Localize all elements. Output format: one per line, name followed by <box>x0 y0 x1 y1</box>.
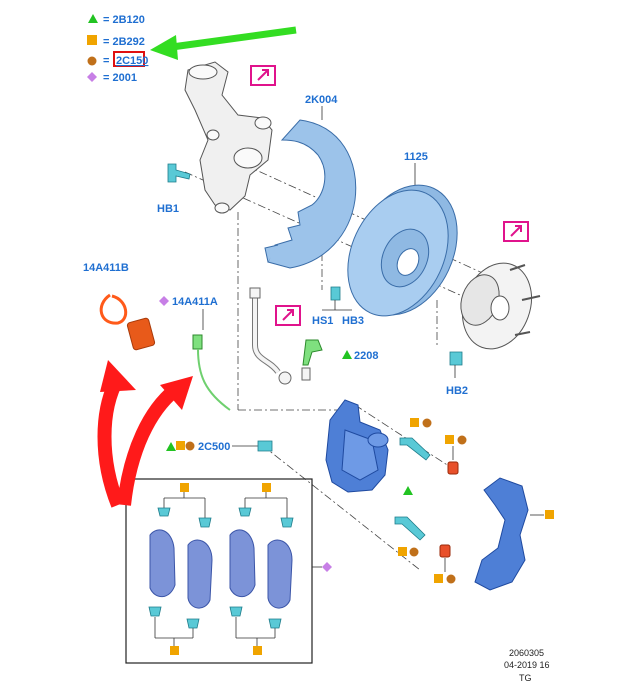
drawing-date: 04-2019 16 <box>504 660 550 670</box>
circle-icon <box>185 441 195 451</box>
bleed-screw[interactable] <box>257 440 273 452</box>
circle-icon <box>87 56 97 66</box>
hose-bracket[interactable] <box>301 339 323 381</box>
triangle-icon <box>342 350 352 359</box>
pad-clip[interactable] <box>229 606 243 617</box>
square-icon <box>176 441 185 450</box>
hb1-label: HB1 <box>157 203 179 215</box>
triangle-icon <box>166 442 176 451</box>
pad-kit-clips-top <box>163 483 288 518</box>
svg-text:=: = <box>103 55 109 67</box>
pad-clip[interactable] <box>157 507 171 517</box>
diamond-icon <box>87 72 97 82</box>
red-arrow-right <box>117 376 193 506</box>
guide-bolt-lower[interactable] <box>394 516 426 541</box>
pad-clip[interactable] <box>198 517 212 528</box>
sensor-label: 14A411A <box>172 296 218 308</box>
drawing-footer: 2060305 04-2019 16 TG <box>504 648 550 683</box>
assembly-centerlines <box>184 164 521 571</box>
brake-pad[interactable] <box>187 539 213 609</box>
pad-kit-box <box>125 478 313 664</box>
circle-icon <box>409 547 419 557</box>
drawing-author: TG <box>519 673 532 683</box>
guide-bolt-upper[interactable] <box>399 437 431 461</box>
link-icon-hose[interactable] <box>275 305 301 326</box>
svg-text:= 2B292: = 2B292 <box>103 36 145 48</box>
circle-icon <box>457 435 467 445</box>
bracket-label: 2208 <box>354 350 378 362</box>
diamond-icon <box>322 562 332 572</box>
dust-cap-lower[interactable] <box>439 544 451 558</box>
wheel-hub[interactable] <box>451 253 543 358</box>
shield-label: 2K004 <box>305 94 338 106</box>
screw-hs1[interactable] <box>330 286 341 301</box>
brake-pad[interactable] <box>149 529 176 598</box>
svg-text:= 2B120: = 2B120 <box>103 14 145 26</box>
square-icon <box>445 435 454 444</box>
brake-disc[interactable] <box>328 168 477 332</box>
caliper-bracket[interactable] <box>474 477 529 591</box>
square-icon <box>87 35 97 45</box>
circle-icon <box>446 574 456 584</box>
hb2-label: HB2 <box>446 385 468 397</box>
triangle-icon <box>88 14 98 23</box>
bolt-hb2[interactable] <box>449 351 463 366</box>
dust-shield[interactable] <box>264 119 357 269</box>
red-arrow-left <box>97 360 136 508</box>
pad-clip[interactable] <box>280 517 294 528</box>
pad-kit-clips-bottom <box>154 617 276 655</box>
circle-icon <box>422 418 432 428</box>
square-icon <box>398 547 407 556</box>
drawing-number: 2060305 <box>509 648 544 658</box>
triangle-icon <box>403 486 413 495</box>
square-icon <box>545 510 554 519</box>
bleed-screw-label: 2C500 <box>198 441 230 453</box>
legend-item-2b120[interactable]: = 2B120 <box>88 14 145 26</box>
brake-pad[interactable] <box>229 529 256 598</box>
pad-clip[interactable] <box>148 606 162 617</box>
hs1-label: HS1 <box>312 315 333 327</box>
green-arrow <box>150 26 297 60</box>
brake-caliper[interactable] <box>325 399 389 493</box>
link-icon-knuckle[interactable] <box>250 65 276 86</box>
pad-wear-sensor[interactable] <box>192 334 231 411</box>
sensor-wire-label: 14A411B <box>83 262 129 274</box>
brake-pad[interactable] <box>267 539 293 609</box>
square-icon <box>434 574 443 583</box>
brake-hose[interactable] <box>249 287 292 385</box>
link-icon-hub[interactable] <box>503 221 529 242</box>
diamond-icon <box>159 296 169 306</box>
pad-clip[interactable] <box>238 507 252 517</box>
svg-text:= 2001: = 2001 <box>103 72 137 84</box>
svg-text:2C150: 2C150 <box>116 55 148 67</box>
square-icon <box>410 418 419 427</box>
bolt-hb1[interactable] <box>167 163 191 183</box>
disc-label: 1125 <box>404 151 428 163</box>
pad-clip[interactable] <box>268 618 282 629</box>
pad-wear-sensor-wire[interactable] <box>99 293 156 351</box>
pad-clip[interactable] <box>186 618 200 629</box>
dust-cap-upper[interactable] <box>447 461 459 475</box>
legend-item-2001[interactable]: = 2001 <box>87 72 137 84</box>
steering-knuckle[interactable] <box>184 61 273 214</box>
highlight-box <box>113 51 145 67</box>
hb3-label: HB3 <box>342 315 364 327</box>
legend: = 2B120 = 2B292 = 2C150 = 2001 <box>87 14 148 84</box>
legend-item-2c150[interactable]: = 2C150 <box>87 51 149 67</box>
legend-item-2b292[interactable]: = 2B292 <box>87 35 145 48</box>
